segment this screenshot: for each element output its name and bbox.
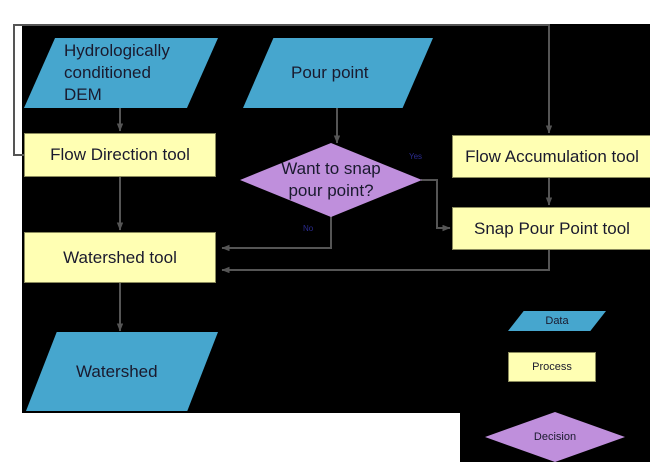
node-label: Flow Accumulation tool (465, 146, 639, 166)
node-watershed-tool[interactable]: Watershed tool (24, 232, 216, 283)
node-decision-want-to-snap-pour-point[interactable]: Want to snap pour point? (240, 143, 422, 217)
legend-process-label: Process (532, 361, 572, 373)
node-label: Snap Pour Point tool (474, 218, 630, 238)
node-label: Flow Direction tool (50, 145, 190, 165)
node-label: Hydrologically conditioned DEM (64, 41, 170, 104)
node-pour-point[interactable]: Pour point (243, 38, 433, 108)
node-label: Want to snap pour point? (281, 159, 381, 200)
node-snap-pour-point-tool[interactable]: Snap Pour Point tool (452, 207, 650, 250)
legend-decision-label: Decision (533, 431, 577, 443)
node-hydrologically-conditioned-dem[interactable]: Hydrologically conditioned DEM (24, 38, 218, 108)
branch-label-yes: Yes (409, 152, 423, 161)
node-flow-accumulation-tool[interactable]: Flow Accumulation tool (452, 135, 650, 178)
legend-data-label: Data (545, 315, 569, 327)
legend-data-shape: Data (508, 311, 606, 331)
node-flow-direction-tool[interactable]: Flow Direction tool (24, 133, 216, 177)
node-label: Pour point (291, 63, 369, 83)
legend-process-shape: Process (508, 352, 596, 382)
node-watershed-output[interactable]: Watershed (26, 332, 218, 411)
branch-label-no: No (303, 224, 314, 233)
node-label: Watershed (76, 361, 158, 381)
node-label: Watershed tool (63, 247, 177, 267)
